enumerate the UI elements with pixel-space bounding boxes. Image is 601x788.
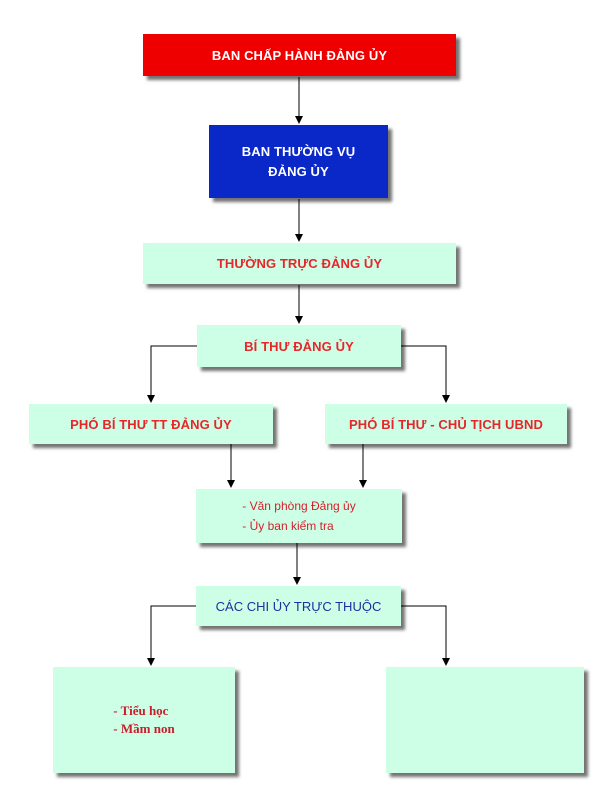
ban-thuong-vu-label-line2: ĐẢNG ỦY [268,163,329,179]
ban-thuong-vu-label-line1: BAN THƯỜNG VỤ [241,143,356,159]
bi-thu-box: BÍ THƯ ĐẢNG ỦY [197,325,401,367]
van-phong-box: - Văn phòng Đảng ủy - Ủy ban kiểm tra [196,489,402,543]
van-phong-item: - Văn phòng Đảng ủy [242,499,356,513]
cac-chi-uy-box: CÁC CHI ỦY TRỰC THUỘC [196,586,401,626]
connector-arrow [401,605,450,666]
ban-chap-hanh-box: BAN CHẤP HÀNH ĐẢNG ỦY [143,34,456,76]
pho-bi-thu-tt-label: PHÓ BÍ THƯ TT ĐẢNG ỦY [70,416,232,432]
connector-arrow [401,345,450,403]
connector-arrow [147,605,196,666]
uy-ban-kiem-tra-item: - Ủy ban kiểm tra [242,519,334,533]
thuong-truc-label: THƯỜNG TRỰC ĐẢNG ỦY [216,256,383,271]
pho-bi-thu-ct-label: PHÓ BÍ THƯ - CHỦ TỊCH UBND [349,416,543,432]
pho-bi-thu-ct-box: PHÓ BÍ THƯ - CHỦ TỊCH UBND [325,404,567,444]
connector-arrow [147,345,197,403]
thuong-truc-box: THƯỜNG TRỰC ĐẢNG ỦY [143,243,456,284]
tieu-hoc-item: - Tiểu học [113,703,169,718]
ban-thuong-vu-box: BAN THƯỜNG VỤ ĐẢNG ỦY [209,125,388,198]
ban-chap-hanh-label: BAN CHẤP HÀNH ĐẢNG ỦY [211,47,388,63]
empty-box [386,667,584,773]
pho-bi-thu-tt-box: PHÓ BÍ THƯ TT ĐẢNG ỦY [29,404,273,444]
cac-chi-uy-label: CÁC CHI ỦY TRỰC THUỘC [215,598,382,614]
truong-hoc-box: - Tiểu học - Mầm non [53,667,235,773]
bi-thu-label: BÍ THƯ ĐẢNG ỦY [244,338,354,354]
mam-non-item: - Mầm non [113,721,175,736]
